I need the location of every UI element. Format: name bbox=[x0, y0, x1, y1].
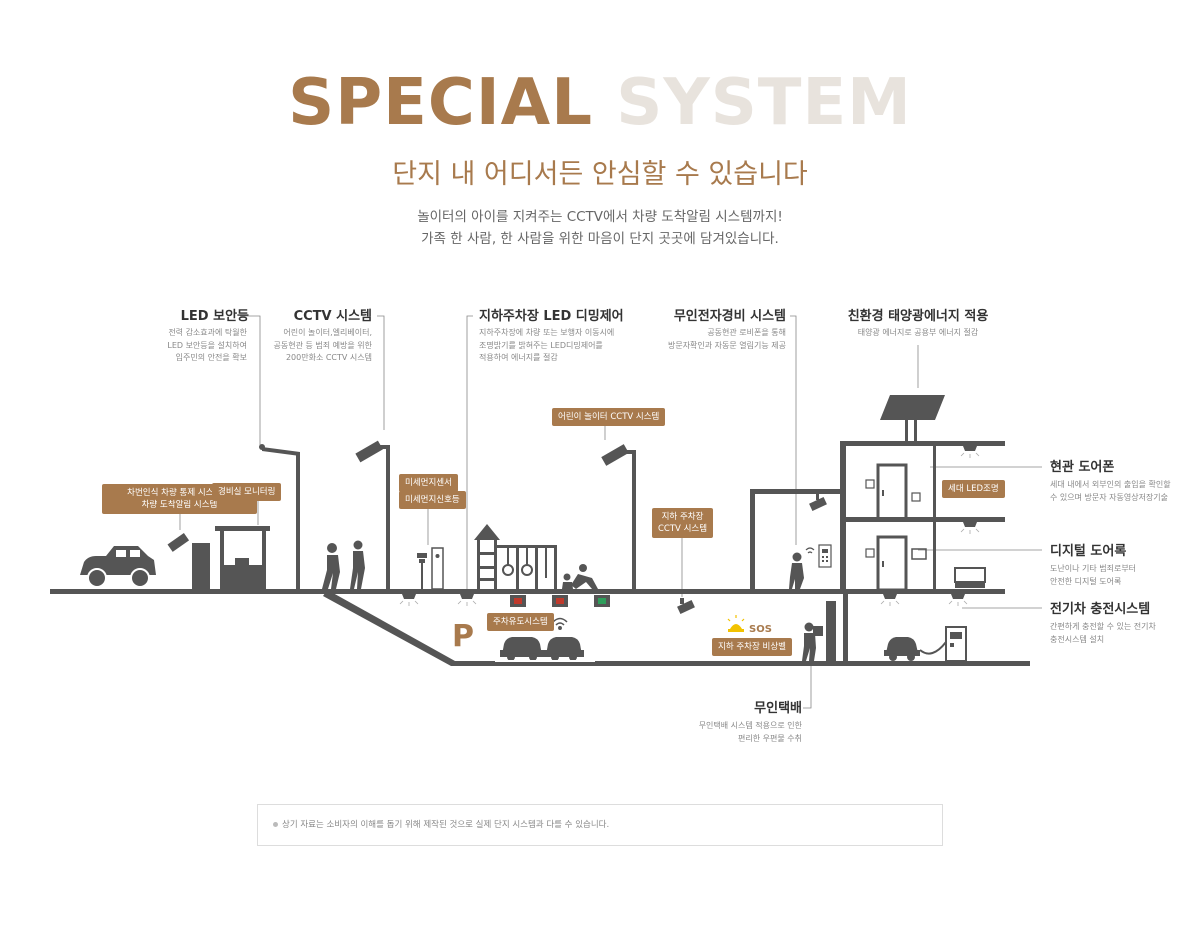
floor-light-icon bbox=[883, 594, 897, 599]
leader-led-light bbox=[240, 315, 261, 447]
bullet-icon bbox=[273, 822, 278, 827]
led-light-title: LED 보안등 bbox=[180, 309, 249, 324]
disclaimer-text: 상기 자료는 소비자의 이해를 돕기 위해 제작된 것으로 실제 단지 시스템과… bbox=[282, 820, 610, 830]
solar-title: 친환경 태양광에너지 적용 bbox=[847, 309, 989, 324]
household-led-tag: 세대 LED조명 bbox=[942, 480, 1005, 498]
wifi-lobby-icon bbox=[805, 547, 815, 554]
guard-booth-icon bbox=[215, 526, 270, 589]
solar-panel-icon bbox=[880, 395, 945, 442]
hero-title: SPECIAL SYSTEM bbox=[0, 68, 1200, 138]
sos-alarm-icon bbox=[727, 615, 745, 632]
section-subtitle: 단지 내 어디서든 안심할 수 있습니다 bbox=[392, 159, 808, 190]
playground-cctv-pole-icon bbox=[601, 444, 636, 590]
floor-light-icon bbox=[951, 594, 965, 599]
street-lamp-icon bbox=[259, 444, 300, 590]
floor-lights bbox=[402, 594, 965, 599]
leader-parcel bbox=[803, 665, 812, 709]
vehicle-camera-icon bbox=[167, 532, 210, 590]
light-rays bbox=[399, 452, 980, 606]
led-light-desc: 전력 감소효과에 탁월한 LED 보안등을 설치하여 입주민의 안전을 확보 bbox=[167, 328, 247, 362]
fine-dust-sensor-tag: 미세먼지센서 bbox=[399, 474, 458, 492]
wifi-parking-icon bbox=[552, 617, 568, 630]
digital-lock-desc: 도난이나 기타 범죄로부터 안전한 디지털 도어록 bbox=[1050, 564, 1137, 586]
intro-line-1: 놀이터의 아이를 지켜주는 CCTV에서 차량 도착알림 시스템까지! bbox=[417, 209, 783, 225]
ground-line bbox=[50, 589, 1005, 594]
delivery-person-icon bbox=[802, 622, 823, 661]
parking-car-icon bbox=[500, 637, 544, 661]
fine-dust-signal-icon bbox=[417, 547, 444, 590]
ev-charging-desc: 간편하게 충전할 수 있는 전기차 충전시스템 설치 bbox=[1050, 622, 1156, 644]
parking-camera-icon bbox=[677, 598, 695, 615]
floor-light-icon bbox=[460, 594, 474, 599]
solar-desc: 태양광 에너지로 공용부 에너지 절감 bbox=[857, 328, 979, 337]
digital-lock-title: 디지털 도어록 bbox=[1050, 544, 1127, 559]
hero-word-special: SPECIAL bbox=[288, 66, 593, 140]
door-phone-title: 현관 도어폰 bbox=[1050, 460, 1115, 475]
ev-charging-title: 전기차 충전시스템 bbox=[1050, 602, 1151, 617]
leader-parking-led bbox=[466, 315, 473, 590]
playground-icon bbox=[474, 524, 557, 590]
guard-monitoring-tag: 경비실 모니터링 bbox=[212, 483, 282, 501]
playground-cctv-tag: 어린이 놀이터 CCTV 시스템 bbox=[552, 408, 666, 426]
hero-word-system: SYSTEM bbox=[616, 66, 912, 140]
pedestrians-icon bbox=[322, 540, 365, 589]
leader-unmanned-security bbox=[790, 315, 797, 545]
ev-charger-icon bbox=[919, 626, 967, 662]
parking-sign: P bbox=[452, 619, 474, 654]
parking-cctv-tag: 지하 주차장 CCTV 시스템 bbox=[652, 508, 714, 538]
parking-guide-tag: 주차유도시스템 bbox=[487, 613, 554, 631]
door-phone-desc: 세대 내에서 외부인의 출입을 확인할 수 있으며 방문자 자동영상저장기술 bbox=[1050, 480, 1171, 502]
intro-line-2: 가족 한 사람, 한 사람을 위한 마음이 단지 곳곳에 담겨있습니다. bbox=[421, 231, 779, 247]
lobby-building-icon bbox=[750, 489, 840, 590]
disclaimer-box: 상기 자료는 소비자의 이해를 돕기 위해 제작된 것으로 실제 단지 시스템과… bbox=[257, 804, 943, 846]
parking-emergency-tag: 지하 주차장 비상벨 bbox=[712, 638, 792, 656]
lobby-phone-icon bbox=[818, 544, 832, 568]
cctv-desc: 어린이 놀이터,엘리베이터, 공동현관 등 범죄 예방을 위한 200만화소 C… bbox=[273, 328, 373, 362]
ev-car-icon bbox=[884, 637, 920, 661]
apartment-building-icon bbox=[840, 441, 1005, 592]
floor-light-icon bbox=[402, 594, 416, 599]
leader-cctv bbox=[377, 315, 385, 430]
parcel-locker bbox=[826, 601, 836, 663]
parcel-desc: 무인택배 시스템 적용으로 인한 편리한 우편물 수취 bbox=[698, 721, 802, 743]
parking-guide-lights bbox=[510, 595, 610, 607]
parking-wall-right bbox=[843, 594, 848, 663]
visitor-icon bbox=[789, 552, 804, 589]
children-icon bbox=[562, 564, 598, 589]
sos-label: SOS bbox=[749, 624, 772, 635]
unmanned-security-title: 무인전자경비 시스템 bbox=[673, 309, 786, 324]
fine-dust-signal-tag: 미세먼지신호등 bbox=[399, 491, 466, 509]
cctv-pole-icon bbox=[355, 440, 390, 590]
unmanned-security-desc: 공동현관 로비폰을 통해 방문자확인과 자동문 열림기능 제공 bbox=[667, 328, 786, 350]
parcel-title: 무인택배 bbox=[754, 701, 802, 716]
parking-led-desc: 지하주차장에 차량 또는 보행자 이동시에 조명밝기를 밝혀주는 LED디밍제어… bbox=[479, 328, 615, 362]
cctv-title: CCTV 시스템 bbox=[293, 309, 372, 324]
parking-led-title: 지하주차장 LED 디밍제어 bbox=[479, 309, 624, 324]
ceiling-light-icon bbox=[963, 446, 977, 527]
parking-ramp bbox=[323, 593, 1030, 666]
parking-car-icon-2 bbox=[544, 637, 584, 661]
car-street-icon bbox=[80, 546, 156, 588]
